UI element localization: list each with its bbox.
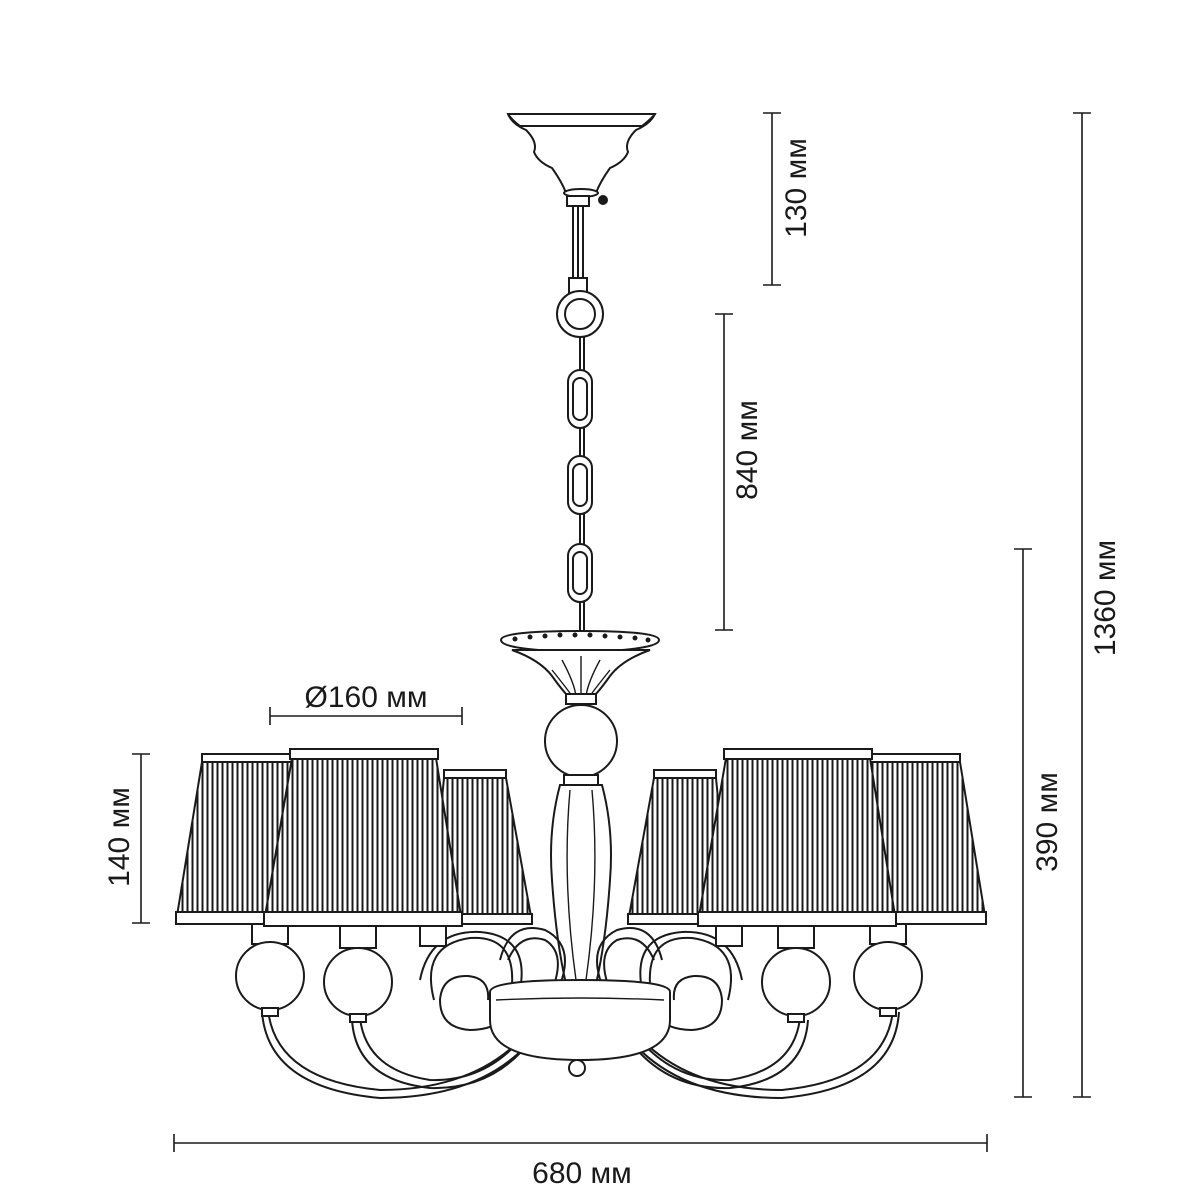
chain — [556, 290, 604, 632]
rod — [566, 195, 590, 297]
shade — [262, 748, 464, 927]
central-stem — [544, 704, 618, 985]
total-width-label: 680 мм — [532, 1157, 632, 1190]
total-height-label: 1360 мм — [1089, 540, 1122, 656]
candle-holders — [235, 921, 923, 1023]
shade-diameter-label: Ø160 мм — [305, 681, 428, 714]
shade — [696, 748, 898, 927]
shade-height-label: 140 мм — [103, 787, 136, 887]
chain-length-label: 840 мм — [731, 400, 764, 500]
lamp-shades — [174, 748, 988, 927]
central-bowl — [489, 978, 671, 1077]
chandelier — [174, 113, 988, 1100]
crown-cup — [499, 629, 661, 705]
canopy — [506, 113, 657, 205]
arms — [261, 927, 900, 1100]
dimension-lines — [132, 112, 1091, 1152]
canopy-height-label: 130 мм — [780, 138, 813, 238]
body-height-label: 390 мм — [1031, 772, 1064, 872]
